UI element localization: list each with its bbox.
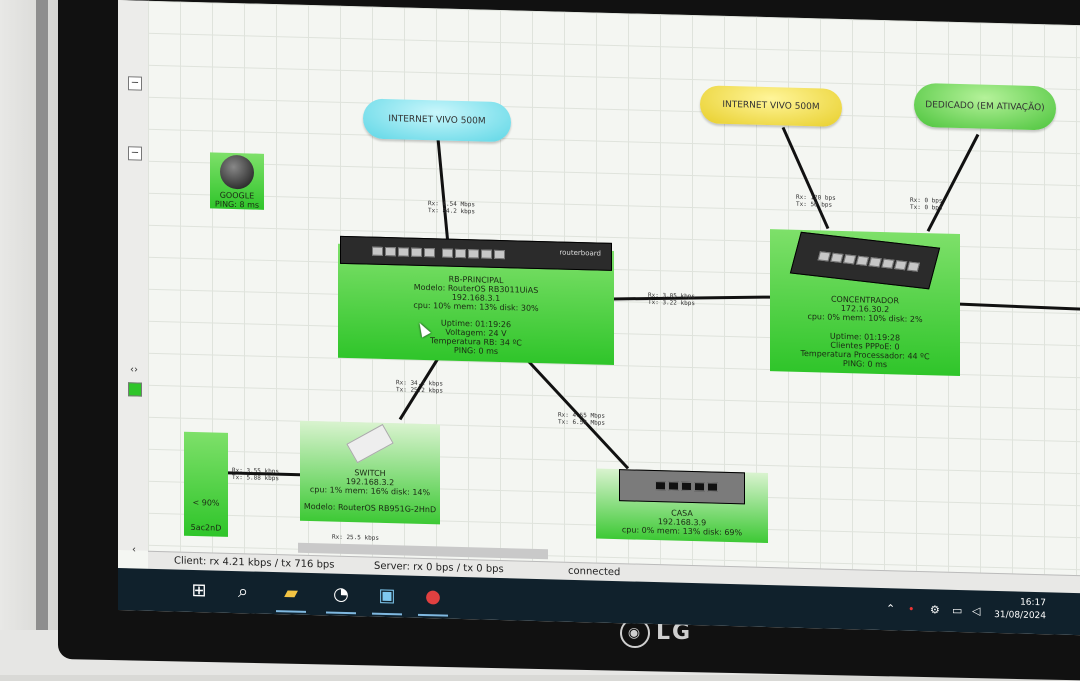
routerboard-label: routerboard (559, 249, 601, 259)
taskbar-active-indicator (276, 610, 306, 613)
cloud-label: INTERNET VIVO 500M (722, 100, 819, 113)
taskbar-clock[interactable]: 16:17 31/08/2024 (994, 596, 1046, 623)
node-switch[interactable]: SWITCH 192.168.3.2 cpu: 1% mem: 16% disk… (300, 421, 440, 525)
cloud-label: INTERNET VIVO 500M (388, 114, 485, 127)
link-stat-rb-casa: Rx: 4.55 Mbps Tx: 6.58 Mbps (558, 412, 605, 427)
globe-icon (220, 155, 254, 190)
link-stat-switch-bottom: Rx: 25.5 kbps (332, 534, 379, 542)
node-casa[interactable]: CASA 192.168.3.9 cpu: 0% mem: 13% disk: … (596, 469, 768, 544)
tray-speaker-icon[interactable]: ◁ (972, 604, 980, 617)
node-concentrador[interactable]: CONCENTRADOR 172.16.30.2 cpu: 0% mem: 10… (770, 229, 960, 376)
link-stat-rb-conc: Rx: 3.05 kbps Tx: 3.22 kbps (648, 292, 695, 307)
cloud-dedicado[interactable]: DEDICADO (EM ATIVAÇÃO) (914, 83, 1056, 131)
status-client: Client: rx 4.21 kbps / tx 716 bps (174, 555, 335, 570)
tray-network-icon[interactable]: ⚙ (930, 603, 940, 616)
app-window-icon[interactable]: ▣ (376, 585, 398, 608)
clock-time: 16:17 (994, 596, 1046, 610)
screen: − − ‹› ‹ INTERNET VIVO 500M INTERNET VIV… (118, 0, 1080, 635)
router-device-image (790, 232, 940, 290)
link-stat-vivo2: Rx: 120 bps Tx: 50 bps (796, 194, 836, 209)
node-ping: PING: 8 ms (210, 199, 264, 209)
link-vivo1-rb (438, 138, 448, 244)
status-server: Server: rx 0 bps / tx 0 bps (374, 561, 504, 575)
search-icon[interactable]: ⌕ (232, 581, 254, 604)
switch-device-image (346, 424, 393, 463)
node-google[interactable]: GOOGLE PING: 8 ms (210, 152, 264, 209)
link-conc-right (954, 304, 1080, 310)
link-vivo2-conc (783, 127, 828, 228)
taskbar-active-indicator (326, 611, 356, 614)
link-stat-dedicado: Rx: 0 bps Tx: 0 bps (910, 197, 943, 212)
node-name: 5ac2nD (184, 523, 228, 533)
cloud-internet-vivo-1[interactable]: INTERNET VIVO 500M (363, 98, 511, 142)
node-usage: < 90% (184, 498, 228, 508)
taskbar-active-indicator (418, 614, 448, 617)
link-stat-vivo1: Rx: 4.54 Mbps Tx: 84.2 kbps (428, 200, 475, 215)
clock-date: 31/08/2024 (994, 609, 1046, 623)
tray-display-icon[interactable]: ▭ (952, 604, 962, 617)
cloud-label: DEDICADO (EM ATIVAÇÃO) (925, 100, 1044, 113)
wall-stripe (36, 0, 48, 675)
tray-dot-icon[interactable]: • (908, 603, 915, 616)
router-device-image: routerboard (340, 236, 612, 271)
windows-icon[interactable]: ⊞ (188, 580, 210, 603)
cloud-internet-vivo-2[interactable]: INTERNET VIVO 500M (700, 85, 842, 127)
file-explorer-icon[interactable]: ▰ (280, 582, 302, 605)
router-device-image (619, 469, 745, 504)
link-stat-rb-switch: Rx: 34.1 kbps Tx: 25.2 kbps (396, 379, 443, 394)
link-stat-switch-left: Rx: 3.55 kbps Tx: 5.88 kbps (232, 467, 279, 482)
status-connection: connected (568, 566, 620, 578)
node-rb-principal[interactable]: routerboard RB-PRINCIPAL Modelo: RouterO… (338, 244, 614, 365)
node-model: Modelo: RouterOS RB951G-2HnD (300, 502, 440, 515)
speedometer-icon[interactable]: ◔ (330, 584, 352, 607)
taskbar-active-indicator (372, 613, 402, 616)
network-map-icon[interactable]: ● (422, 586, 444, 609)
link-dedicado-conc (928, 133, 978, 232)
node-partial-left[interactable]: < 90% 5ac2nD (184, 432, 228, 537)
tray-chevron-icon[interactable]: ⌃ (886, 602, 895, 615)
